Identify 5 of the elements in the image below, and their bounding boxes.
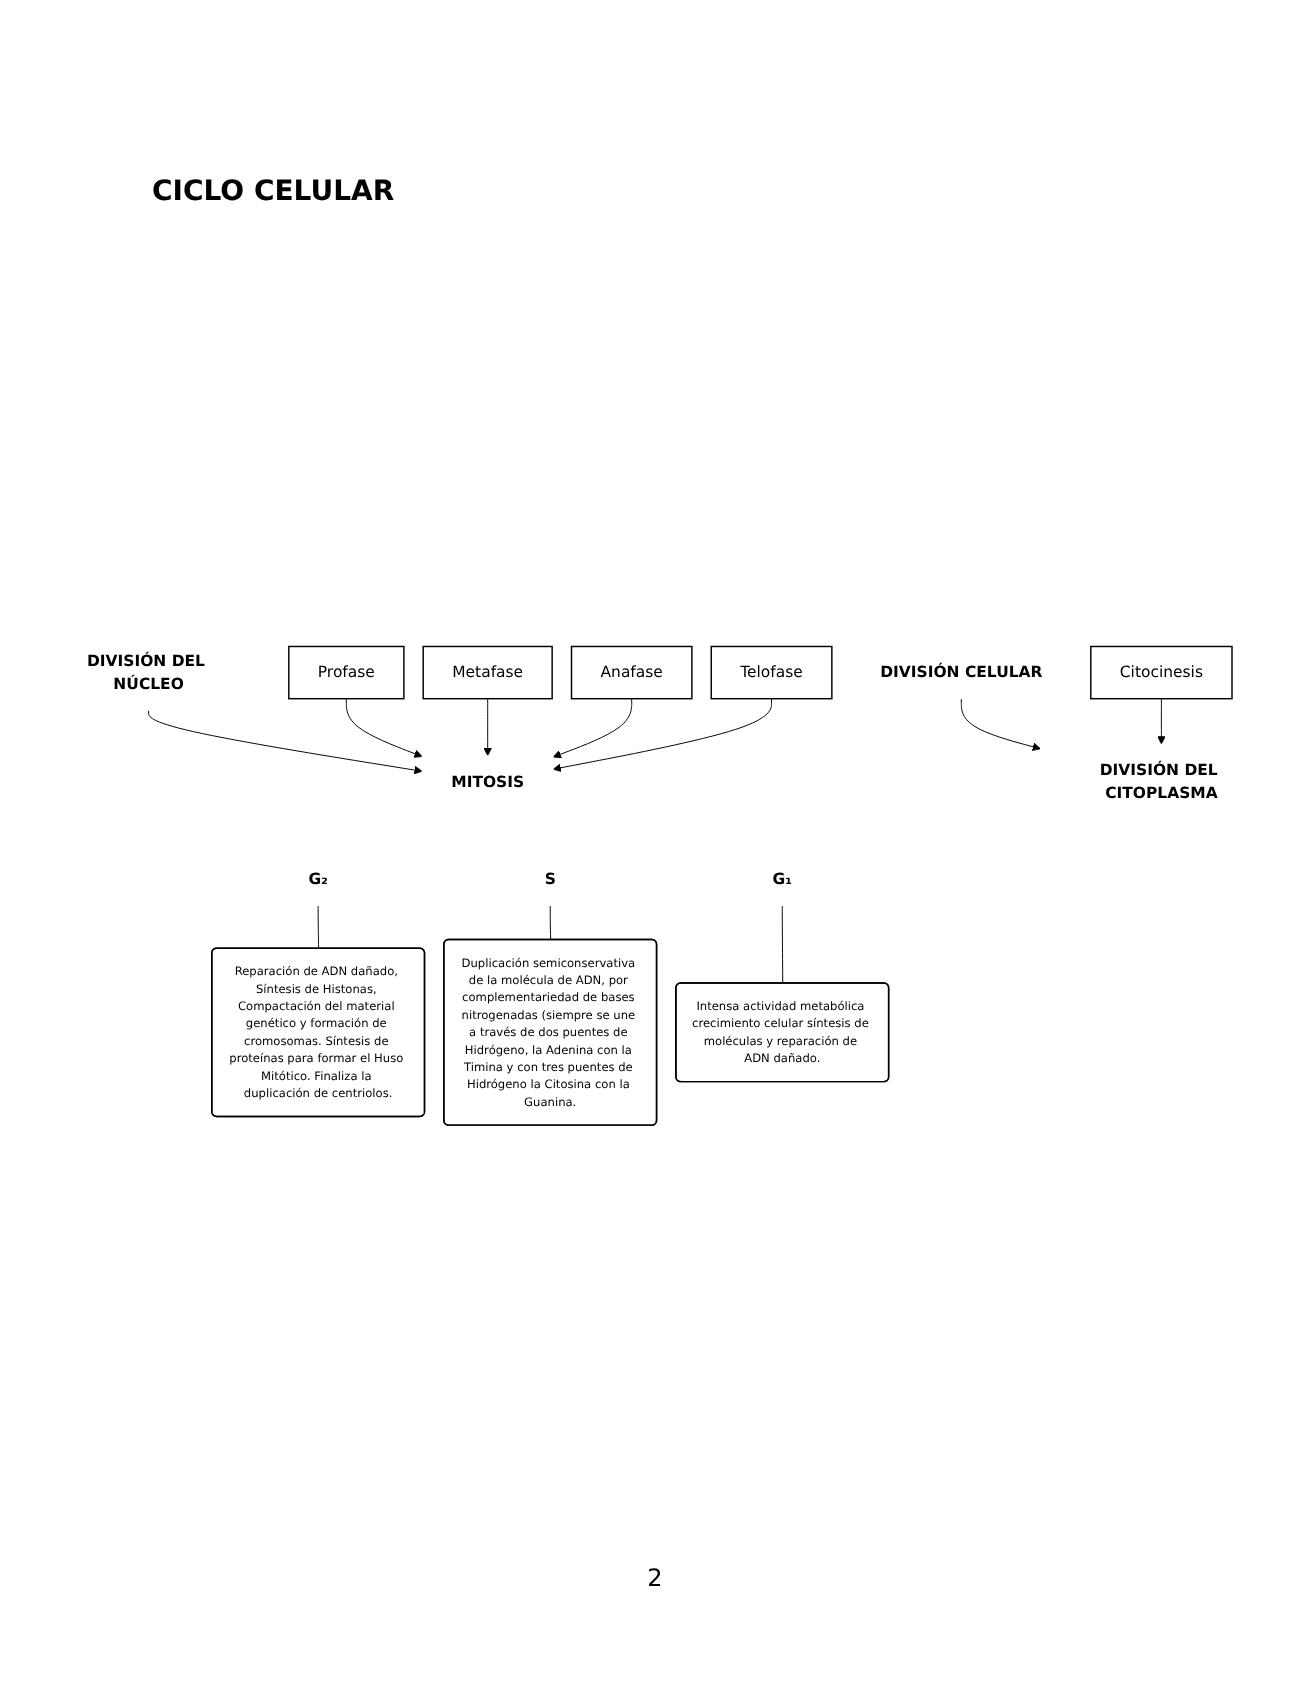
page-number: 2 [647, 1564, 663, 1592]
title: CICLO CELULAR [152, 176, 395, 208]
connector [781, 905, 784, 984]
connector [317, 905, 320, 950]
connector [549, 905, 552, 941]
